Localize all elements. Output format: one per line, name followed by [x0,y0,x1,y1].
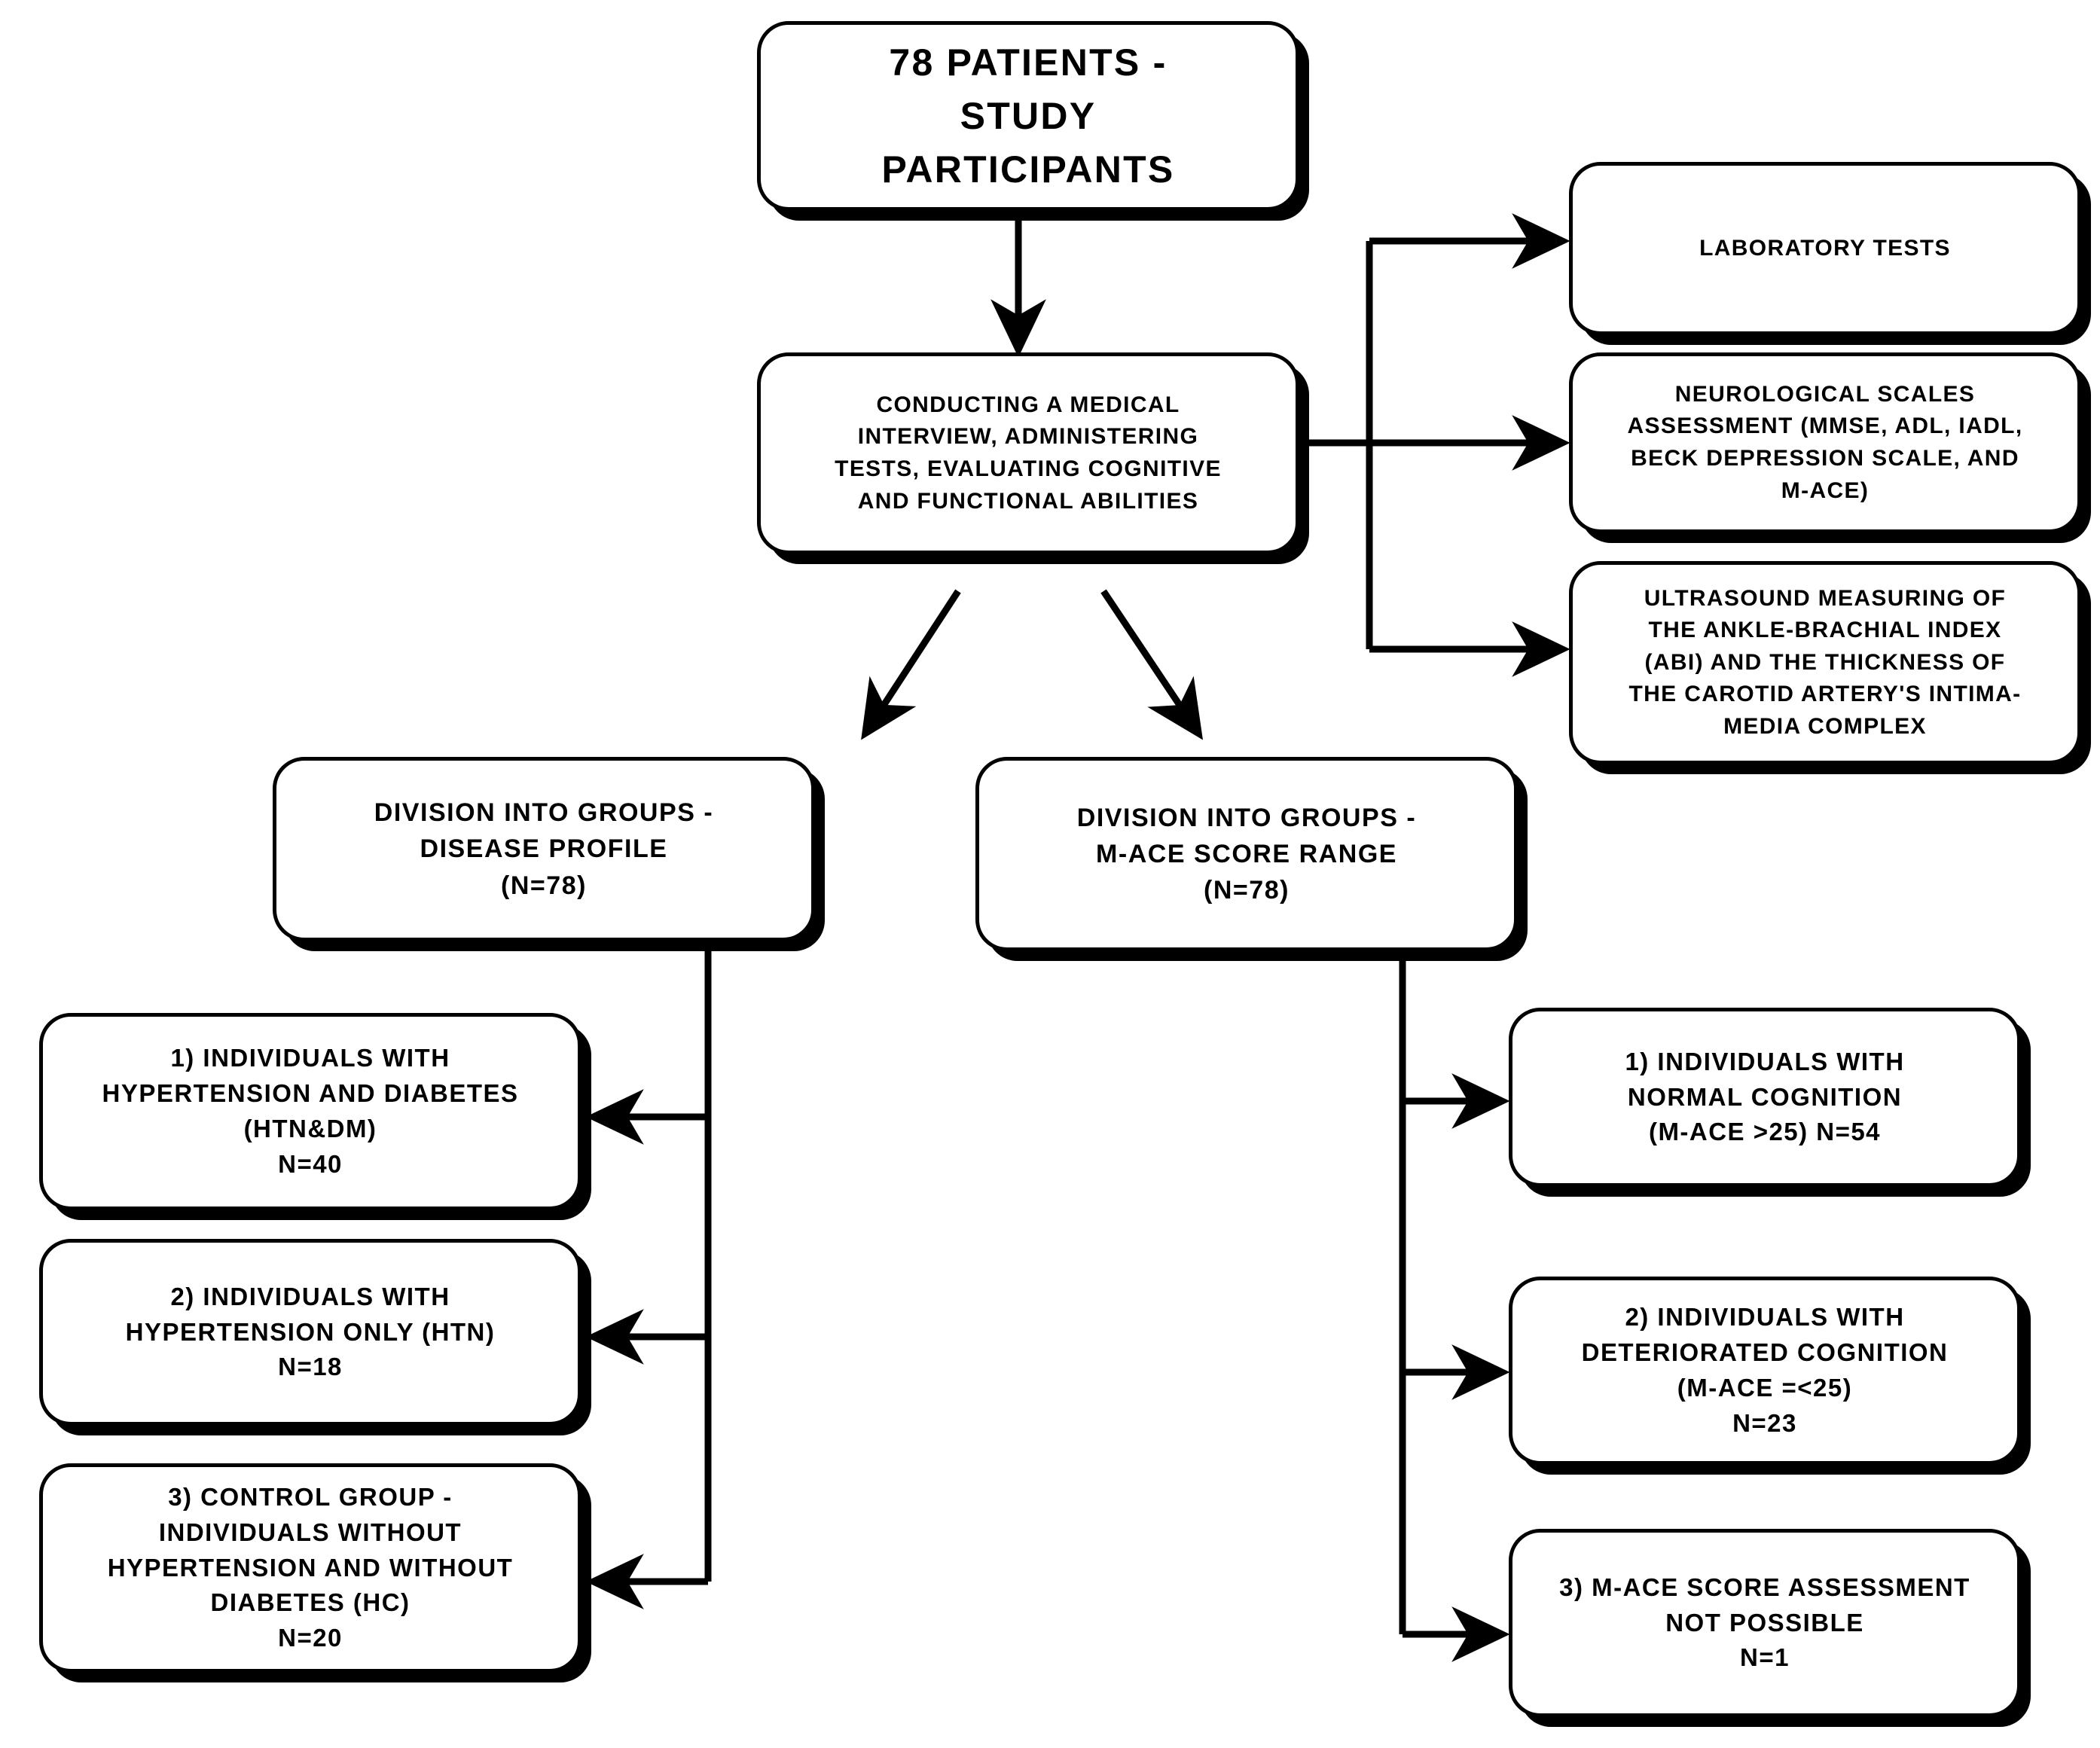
node-group-htn-and-dm[interactable]: 1) INDIVIDUALS WITH HYPERTENSION AND DIA… [39,1013,581,1210]
node-group-assessment-not-possible[interactable]: 3) M-ACE SCORE ASSESSMENT NOT POSSIBLE N… [1509,1529,2021,1717]
connector-assessment-to-division-disease [861,589,961,740]
node-medical-assessment[interactable]: CONDUCTING A MEDICAL INTERVIEW, ADMINIST… [757,352,1299,554]
node-ultrasound-abi-imt-label: ULTRASOUND MEASURING OF THE ANKLE-BRACHI… [1628,585,2022,739]
node-group-deteriorated-cognition-label: 2) INDIVIDUALS WITH DETERIORATED COGNITI… [1581,1303,1949,1437]
node-laboratory-tests-label: LABORATORY TESTS [1699,235,1951,261]
connector-assessment-to-division-mace [1100,589,1204,740]
node-group-normal-cognition-label: 1) INDIVIDUALS WITH NORMAL COGNITION (M-… [1625,1047,1905,1146]
node-division-disease-profile-label: DIVISION INTO GROUPS - DISEASE PROFILE (… [374,798,714,900]
node-group-htn-only[interactable]: 2) INDIVIDUALS WITH HYPERTENSION ONLY (H… [39,1239,581,1426]
node-group-control-hc[interactable]: 3) CONTROL GROUP - INDIVIDUALS WITHOUT H… [39,1463,581,1673]
node-study-participants[interactable]: 78 PATIENTS - STUDY PARTICIPANTS [757,21,1299,211]
node-group-htn-and-dm-label: 1) INDIVIDUALS WITH HYPERTENSION AND DIA… [102,1044,519,1178]
node-division-disease-profile[interactable]: DIVISION INTO GROUPS - DISEASE PROFILE (… [273,757,815,941]
node-division-mace-score-range[interactable]: DIVISION INTO GROUPS - M-ACE SCORE RANGE… [975,757,1518,951]
node-study-participants-label: 78 PATIENTS - STUDY PARTICIPANTS [881,41,1175,191]
node-group-control-hc-label: 3) CONTROL GROUP - INDIVIDUALS WITHOUT H… [107,1482,514,1652]
node-group-normal-cognition[interactable]: 1) INDIVIDUALS WITH NORMAL COGNITION (M-… [1509,1008,2021,1187]
node-group-assessment-not-possible-label: 3) M-ACE SCORE ASSESSMENT NOT POSSIBLE N… [1559,1573,1970,1672]
node-neurological-scales-label: NEUROLOGICAL SCALES ASSESSMENT (MMSE, AD… [1627,381,2023,503]
node-group-htn-only-label: 2) INDIVIDUALS WITH HYPERTENSION ONLY (H… [125,1282,496,1381]
node-medical-assessment-label: CONDUCTING A MEDICAL INTERVIEW, ADMINIST… [835,392,1222,514]
node-group-deteriorated-cognition[interactable]: 2) INDIVIDUALS WITH DETERIORATED COGNITI… [1509,1277,2021,1465]
node-laboratory-tests[interactable]: LABORATORY TESTS [1569,162,2081,335]
node-ultrasound-abi-imt[interactable]: ULTRASOUND MEASURING OF THE ANKLE-BRACHI… [1569,561,2081,764]
node-division-mace-score-range-label: DIVISION INTO GROUPS - M-ACE SCORE RANGE… [1076,803,1417,905]
node-neurological-scales[interactable]: NEUROLOGICAL SCALES ASSESSMENT (MMSE, AD… [1569,352,2081,533]
